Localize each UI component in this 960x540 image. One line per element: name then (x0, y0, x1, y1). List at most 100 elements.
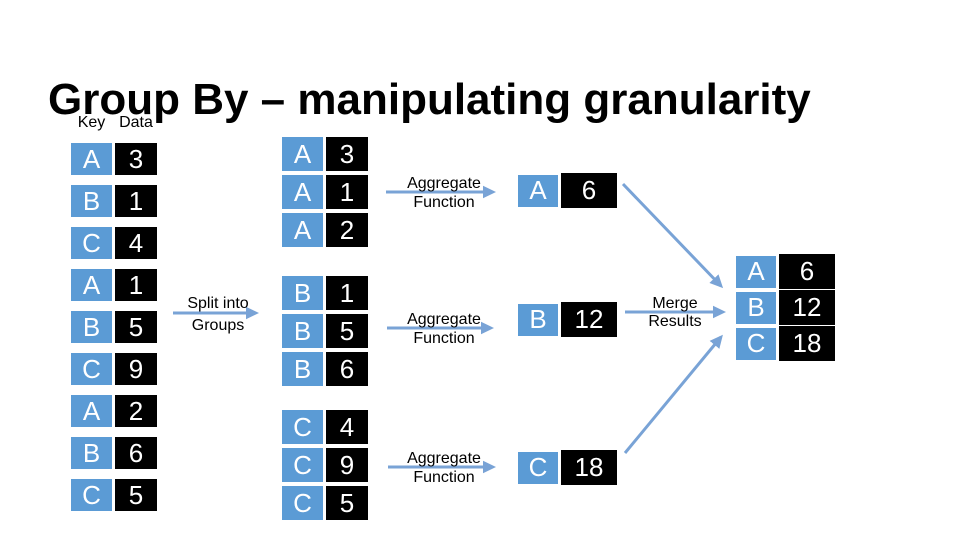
key-cell: A (518, 174, 558, 207)
value-cell: 6 (779, 254, 835, 289)
key-cell: C (518, 451, 558, 484)
value-cell: 9 (115, 353, 157, 385)
value-cell: 5 (326, 486, 368, 520)
aggregate-function-label-a: Aggregate Function (384, 176, 504, 211)
aggregate-label-line2: Function (413, 469, 475, 486)
key-cell: B (518, 303, 558, 336)
value-cell: 2 (326, 213, 368, 247)
value-cell: 18 (779, 326, 835, 361)
data-column-header: Data (119, 114, 153, 131)
page-title-rest: – manipulating granularity (248, 75, 811, 125)
value-cell: 4 (115, 227, 157, 259)
value-cell: 18 (561, 450, 617, 485)
column-headers: Key Data (71, 114, 157, 132)
aggregate-label-line1: Aggregate (407, 311, 481, 328)
value-cell: 1 (115, 269, 157, 301)
value-cell: 6 (326, 352, 368, 386)
key-cell: A (71, 395, 112, 427)
aggregate-label-line2: Function (413, 330, 475, 347)
page-title-emphasis: Group By (48, 75, 249, 125)
aggregate-label-line1: Aggregate (407, 175, 481, 192)
key-cell: C (736, 327, 776, 360)
key-column-header: Key (77, 114, 106, 131)
key-cell: C (282, 486, 323, 520)
key-cell: B (282, 314, 323, 348)
aggregate-label-line2: Function (413, 194, 475, 211)
key-cell: C (71, 353, 112, 385)
value-cell: 1 (326, 175, 368, 209)
key-cell: B (282, 352, 323, 386)
key-cell: C (71, 479, 112, 511)
page-title: Group By – manipulating granularity (48, 78, 811, 122)
value-cell: 5 (326, 314, 368, 348)
key-cell: A (736, 255, 776, 288)
aggregate-function-label-b: Aggregate Function (384, 312, 504, 347)
split-label-line1: Split into (187, 295, 249, 312)
split-label-line2: Groups (191, 317, 245, 334)
key-cell: A (71, 269, 112, 301)
value-cell: 5 (115, 311, 157, 343)
merge-results-label: Merge Results (630, 296, 720, 330)
value-cell: 6 (561, 173, 617, 208)
merge-label-line2: Results (648, 313, 702, 330)
value-cell: 2 (115, 395, 157, 427)
value-cell: 3 (326, 137, 368, 171)
key-cell: B (71, 311, 112, 343)
value-cell: 4 (326, 410, 368, 444)
value-cell: 12 (561, 302, 617, 337)
key-cell: A (282, 213, 323, 247)
value-cell: 1 (115, 185, 157, 217)
aggregate-function-label-c: Aggregate Function (384, 451, 504, 486)
merge-connector-c (623, 334, 723, 454)
split-into-groups-label: Split into Groups (168, 296, 268, 334)
key-cell: B (736, 291, 776, 324)
key-cell: A (71, 143, 112, 175)
aggregate-label-line1: Aggregate (407, 450, 481, 467)
key-cell: A (282, 175, 323, 209)
value-cell: 12 (779, 290, 835, 325)
key-cell: B (282, 276, 323, 310)
value-cell: 6 (115, 437, 157, 469)
value-cell: 5 (115, 479, 157, 511)
value-cell: 3 (115, 143, 157, 175)
key-cell: C (282, 410, 323, 444)
key-cell: C (71, 227, 112, 259)
merge-connector-a (621, 182, 724, 289)
value-cell: 9 (326, 448, 368, 482)
key-cell: B (71, 185, 112, 217)
key-cell: A (282, 137, 323, 171)
key-cell: B (71, 437, 112, 469)
